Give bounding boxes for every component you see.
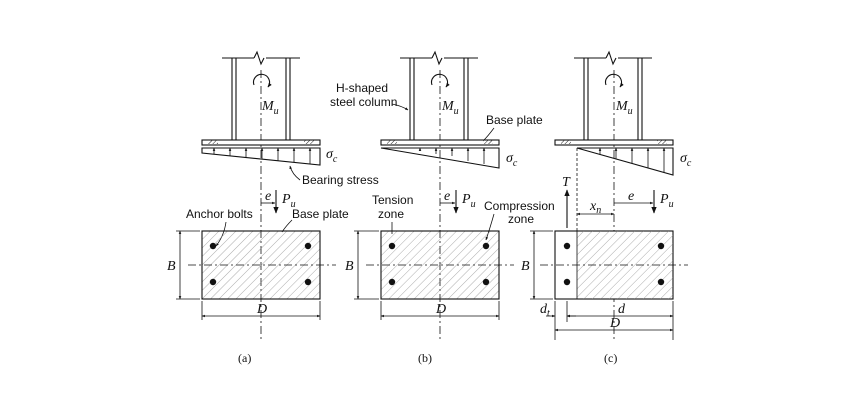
B-label-b: B [345,259,354,274]
anchor-bolts-label: Anchor bolts [186,207,253,221]
base-plate-leader-b [483,127,495,141]
caption-a: (a) [238,351,251,365]
stress-arrows-c [598,147,666,172]
base-plate-label-a: Base plate [292,207,349,221]
d-label: d [618,302,626,317]
bolt-b-2 [482,242,490,250]
bolt-a-4 [304,278,312,286]
stress-arrows-b [418,147,486,164]
anchor-bolt-left-c [561,140,571,144]
stress-arrows-a [212,147,312,164]
load-label-c: Pu [659,192,674,210]
moment-label-c: Mu [615,99,633,117]
load-label-b: Pu [461,192,476,210]
bolt-c-2 [657,242,665,250]
bolt-c-4 [657,278,665,286]
dt-label: dt [540,302,550,319]
panel-c: Mu σc T xn e Pu B [521,50,692,365]
base-plate-label-b: Base plate [486,113,543,127]
bolt-c-3 [563,278,571,286]
bearing-stress-diagram-a [201,147,321,166]
moment-arrow-b [430,73,450,88]
load-label-a: Pu [281,192,296,210]
anchor-bolt-left-b [387,140,397,144]
xn-label: xn [589,199,601,216]
column-a [222,50,300,140]
bolt-a-3 [209,278,217,286]
ecc-label-b: e [444,189,450,204]
anchor-bolt-left-a [208,140,218,144]
panel-a: Mu σc Bearing stress e Pu Anchor bolts B… [167,50,379,365]
column-leader [391,103,409,111]
bolt-b-1 [388,242,396,250]
base-plate-leader-a [281,219,293,233]
base-plate-b [380,139,500,146]
bolt-a-1 [209,242,217,250]
ecc-label-a: e [265,189,271,204]
bearing-stress-leader [289,165,301,181]
anchor-bolt-right-b [483,140,493,144]
tension-zone-label-1: Tension [372,193,413,207]
moment-label-a: Mu [261,99,279,117]
bearing-stress-diagram-b [380,147,500,169]
tension-zone-label-2: zone [378,207,404,221]
bolt-b-4 [482,278,490,286]
compression-zone-label-1: Compression [484,199,555,213]
bolt-a-2 [304,242,312,250]
base-plate-c [554,139,674,146]
bolt-c-1 [563,242,571,250]
column-label-1: H-shaped [336,81,388,95]
column-b [400,50,478,140]
base-plate-a [201,139,321,146]
D-label-b: D [435,302,446,317]
column-label-2: steel column [330,95,397,109]
D-label-c: D [609,316,620,331]
column-c [574,50,652,140]
B-label-a: B [167,259,176,274]
D-label-a: D [256,302,267,317]
panel-b: Mu H-shaped steel column Base plate σc e… [330,50,555,365]
bearing-stress-diagram-c [576,147,674,176]
bearing-stress-label: Bearing stress [302,173,379,187]
moment-arrow-c [604,73,624,88]
anchor-bolt-right-c [657,140,667,144]
moment-arrow-a [252,73,272,88]
compression-zone-label-2: zone [508,212,534,226]
sigma-label-a: σc [326,147,338,165]
T-label: T [562,175,571,190]
B-label-c: B [521,259,530,274]
caption-c: (c) [604,351,617,365]
sigma-label-c: σc [680,151,692,169]
sigma-label-b: σc [506,151,518,169]
anchor-bolt-right-a [304,140,314,144]
ecc-label-c: e [628,189,634,204]
bolt-b-3 [388,278,396,286]
caption-b: (b) [418,351,432,365]
moment-label-b: Mu [441,99,459,117]
